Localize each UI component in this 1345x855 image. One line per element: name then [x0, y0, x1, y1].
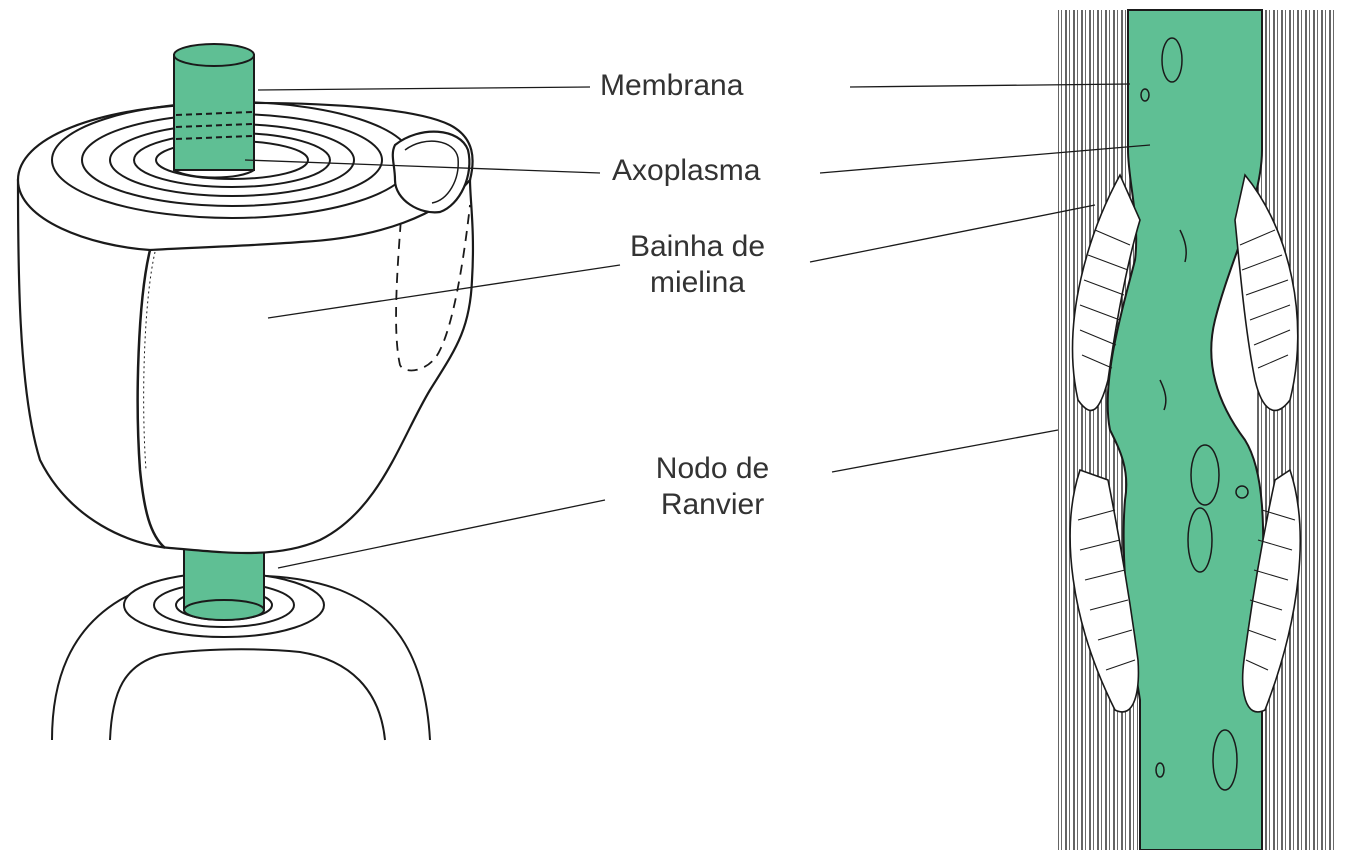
label-axoplasma: Axoplasma: [612, 153, 760, 189]
leader-bainha-right: [810, 205, 1095, 262]
label-nodo-de-ranvier: Nodo de Ranvier: [625, 451, 800, 523]
longitudinal-section: [1058, 10, 1337, 850]
label-bainha-line2: mielina: [605, 265, 790, 301]
label-nodo-line1: Nodo de: [625, 451, 800, 487]
label-nodo-line2: Ranvier: [625, 487, 800, 523]
leader-nodo-right: [832, 430, 1058, 472]
node-axon-segment: [184, 548, 264, 620]
label-bainha-de-mielina: Bainha de mielina: [605, 229, 790, 301]
top-axon-cylinder: [174, 44, 254, 178]
label-bainha-line1: Bainha de: [605, 229, 790, 265]
leader-membrana-left: [258, 87, 590, 90]
label-membrana: Membrana: [600, 68, 743, 104]
